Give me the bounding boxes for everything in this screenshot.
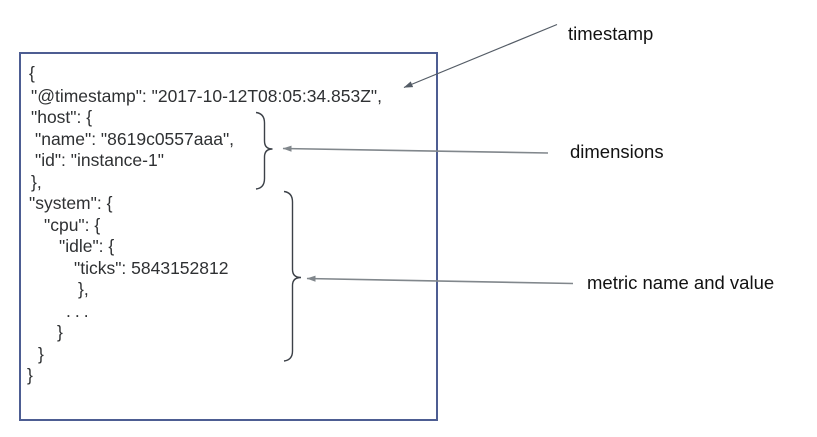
json-line-host-close: }, (31, 171, 42, 192)
json-line-cpu-close: } (57, 322, 63, 342)
dimensions-label: dimensions (570, 140, 664, 162)
json-line-idle-close: }, (78, 279, 89, 299)
json-document-box (19, 52, 438, 421)
json-line-system-close: } (38, 343, 44, 364)
json-line-cpu: "cpu": { (44, 214, 101, 235)
json-line-timestamp: "@timestamp": "2017-10-12T08:05:34.853Z"… (31, 85, 382, 106)
json-line-root-close: } (27, 365, 33, 385)
timestamp-label: timestamp (568, 22, 654, 44)
json-line-system: "system": { (29, 193, 113, 213)
json-line-open-brace: { (29, 62, 35, 83)
json-line-host-id: "id": "instance-1" (35, 150, 164, 170)
json-line-ticks: "ticks": 5843152812 (74, 257, 229, 278)
json-line-host-name: "name": "8619c0557aaa", (35, 128, 235, 149)
json-line-idle: "idle": { (59, 236, 115, 256)
json-line-ellipsis: ... (66, 300, 93, 321)
metric-label: metric name and value (587, 272, 775, 293)
json-line-host: "host": { (31, 107, 93, 127)
